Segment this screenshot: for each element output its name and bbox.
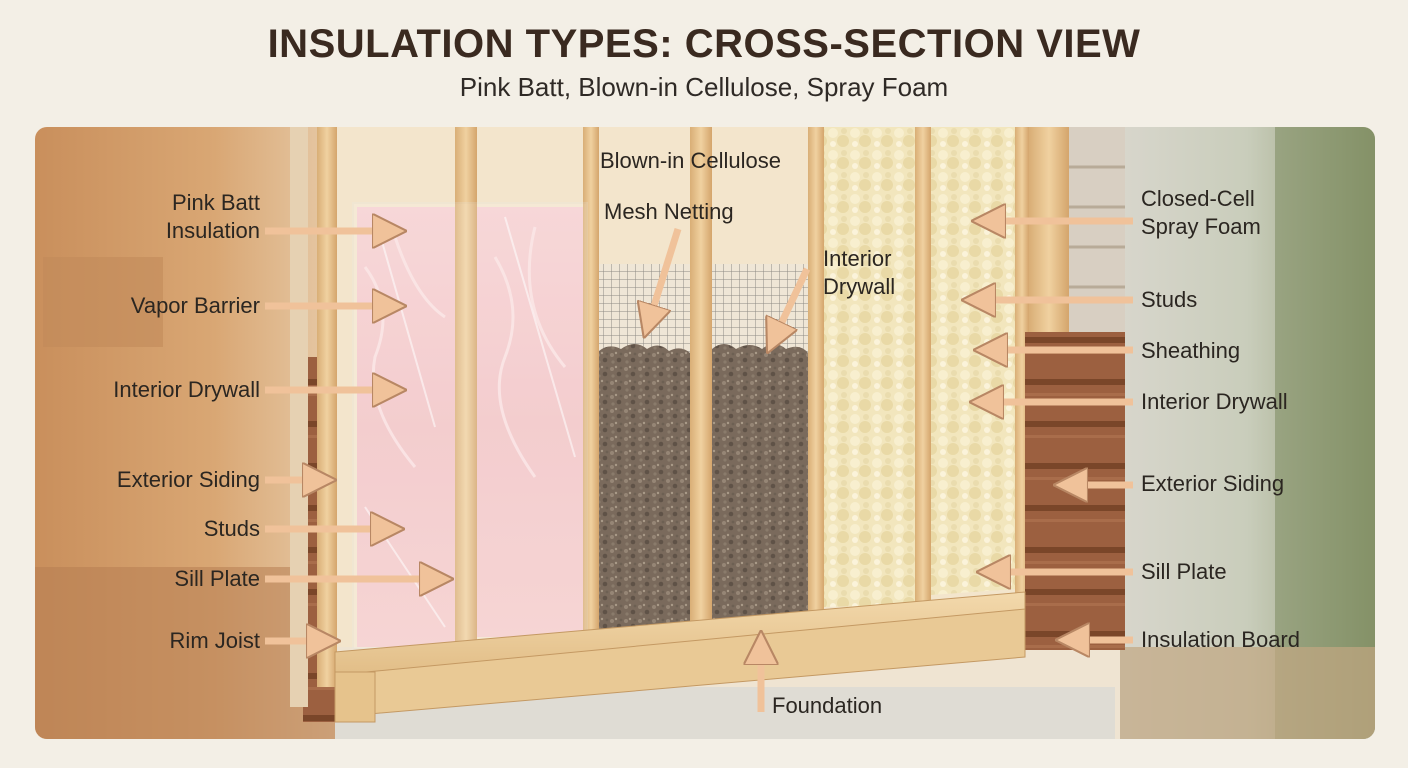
- label-closed-cell-spray-foam: Closed-Cell Spray Foam: [1141, 186, 1261, 239]
- label-sheathing: Sheathing: [1141, 338, 1241, 363]
- stud: [583, 127, 599, 637]
- label-foundation: Foundation: [772, 693, 883, 718]
- label-rim-joist: Rim Joist: [169, 628, 260, 653]
- label-studs-right: Studs: [1141, 287, 1198, 312]
- label-insulation-board: Insulation Board: [1141, 627, 1300, 652]
- label-sill-plate-left: Sill Plate: [174, 566, 260, 591]
- stud: [915, 127, 931, 607]
- label-pink-batt-insulation: Pink Batt Insulation: [165, 190, 260, 243]
- label-blown-in-cellulose: Blown-in Cellulose: [600, 148, 781, 173]
- page-title: INSULATION TYPES: CROSS-SECTION VIEW: [267, 22, 1141, 66]
- right-exterior-siding: [1025, 332, 1125, 650]
- callout-arrows: [265, 221, 1133, 712]
- stud: [690, 127, 712, 637]
- label-mesh-netting: Mesh Netting: [604, 199, 734, 224]
- blown-in-cellulose: [599, 344, 690, 632]
- label-interior-drywall-center: Interior Drywall: [823, 246, 896, 299]
- stud: [317, 127, 337, 687]
- label-interior-drywall-right: Interior Drywall: [1141, 389, 1288, 414]
- label-vapor-barrier: Vapor Barrier: [130, 293, 260, 318]
- label-exterior-siding-right: Exterior Siding: [1141, 471, 1285, 496]
- stud: [455, 127, 477, 647]
- closed-cell-spray-foam: [824, 127, 915, 607]
- closed-cell-spray-foam: [931, 127, 1015, 595]
- label-sill-plate-right: Sill Plate: [1141, 559, 1227, 584]
- stud: [808, 127, 824, 627]
- label-exterior-siding-left: Exterior Siding: [116, 467, 260, 492]
- cross-section-diagram: Pink Batt Insulation Vapor Barrier Inter…: [35, 127, 1375, 739]
- label-studs-left: Studs: [203, 516, 260, 541]
- label-interior-drywall-left: Interior Drywall: [113, 377, 260, 402]
- blown-in-cellulose: [712, 344, 808, 625]
- page-subtitle: Pink Batt, Blown-in Cellulose, Spray Foa…: [459, 72, 949, 102]
- insulation-board: [1069, 127, 1125, 342]
- mesh-netting: [712, 264, 808, 354]
- mesh-netting: [599, 264, 690, 354]
